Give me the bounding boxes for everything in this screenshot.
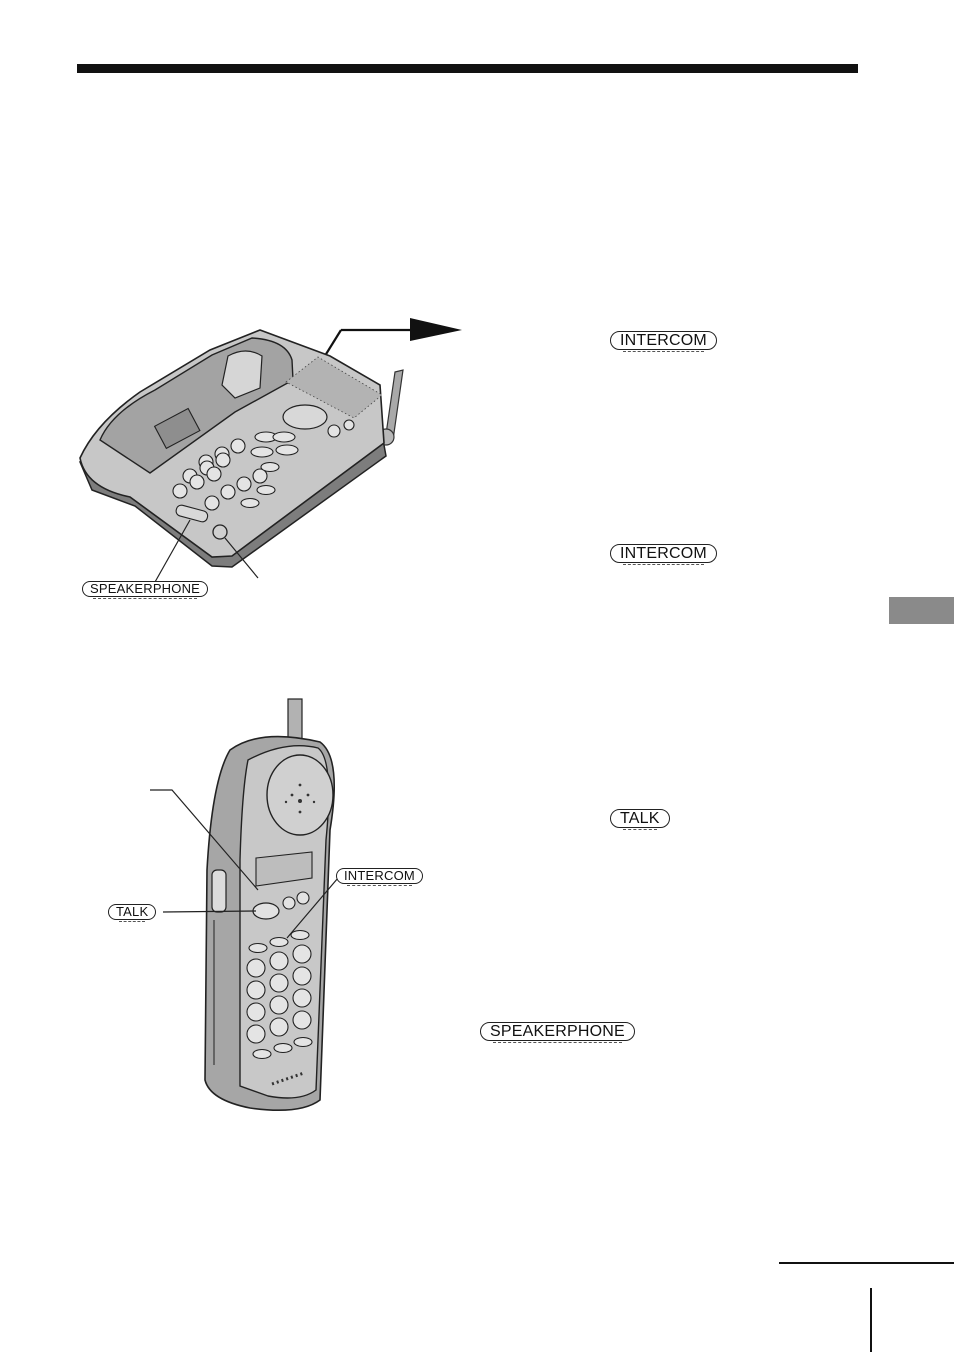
- section-tab: [889, 597, 954, 624]
- intercom-key-step2: INTERCOM: [610, 544, 717, 565]
- speakerphone-key-label: SPEAKERPHONE: [82, 581, 209, 599]
- speakerphone-key-step: SPEAKERPHONE: [480, 1022, 635, 1043]
- intercom-key-label: INTERCOM: [336, 868, 423, 886]
- talk-key-step: TALK: [610, 809, 670, 830]
- talk-key-label: TALK: [108, 904, 157, 922]
- intercom-key-step1: INTERCOM: [610, 331, 717, 352]
- page-number-divider: [870, 1288, 872, 1352]
- footer-rule: [779, 1262, 954, 1264]
- header-rule: [77, 64, 858, 73]
